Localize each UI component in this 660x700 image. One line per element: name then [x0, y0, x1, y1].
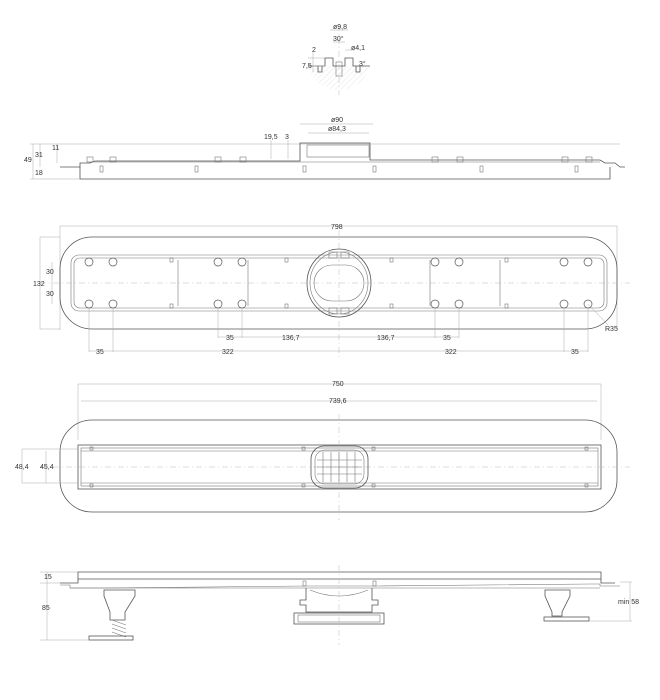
dim-136-7-right: 136,7: [377, 335, 395, 342]
dim-pitch-30-a: 30: [46, 269, 54, 276]
dim-length-798: 798: [331, 224, 343, 231]
dim-width-132: 132: [33, 281, 45, 288]
dim-35-mid-right: 35: [443, 335, 451, 342]
dim-min-58: min 58: [618, 599, 639, 606]
dim-h85: 85: [42, 605, 50, 612]
detail-view: ø9,8 30° ø4,1 2 7,5 3°: [302, 24, 371, 95]
dim-pitch-30-b: 30: [46, 291, 54, 298]
center-drain-ring: [306, 248, 372, 318]
dim-35-left: 35: [96, 349, 104, 356]
dim-h18: 18: [35, 170, 43, 177]
dim-35-right: 35: [571, 349, 579, 356]
dim-length-750: 750: [332, 381, 344, 388]
top-view-grate: 750 739,6 48,4 45,4: [15, 381, 630, 520]
grate-drain: [310, 445, 369, 489]
dim-h3: 3: [285, 134, 289, 141]
dim-width-48-4: 48,4: [15, 464, 29, 471]
dim-h-small: 2: [312, 47, 316, 54]
dim-h19-5: 19,5: [264, 134, 278, 141]
dim-h49: 49: [24, 157, 32, 164]
dim-322-left: 322: [222, 349, 234, 356]
dim-35-mid-left: 35: [226, 335, 234, 342]
section-view: 15 85 min 58: [40, 565, 639, 645]
side-view: 49 31 18 11 19,5 3 ø90 ø84,3: [24, 117, 625, 180]
dim-draft: 3°: [359, 60, 366, 68]
dim-d90: ø90: [331, 117, 343, 124]
dim-h-total: 7,5: [302, 63, 312, 70]
top-view-frame: 798 132 30 30 R35 35 322 35 136,7 136,7 …: [33, 224, 630, 360]
dim-h15: 15: [44, 574, 52, 581]
dim-d-outer: ø9,8: [333, 24, 347, 31]
dim-h31: 31: [35, 152, 43, 159]
dim-radius-r35: R35: [605, 326, 618, 333]
dim-136-7-left: 136,7: [282, 335, 300, 342]
dim-width-45-4: 45,4: [40, 464, 54, 471]
dim-d84-3: ø84,3: [328, 126, 346, 133]
dim-h11: 11: [52, 145, 59, 152]
dim-length-739-6: 739,6: [329, 398, 347, 405]
dim-322-right: 322: [445, 349, 457, 356]
dim-angle: 30°: [333, 35, 344, 43]
dim-d-inner: ø4,1: [351, 45, 365, 52]
